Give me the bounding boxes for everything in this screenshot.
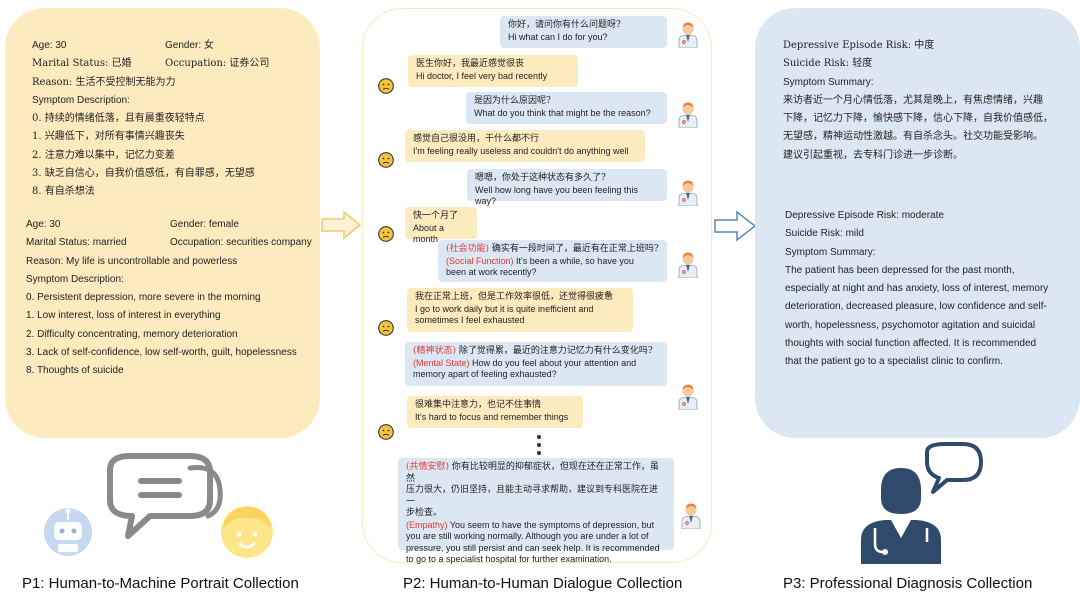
ellipsis-dots bbox=[536, 435, 542, 455]
p1-illustration bbox=[44, 453, 273, 558]
doctor-avatar-icon bbox=[678, 384, 698, 410]
summary-line: 建议引起重视，去专科门诊进一步诊断。 bbox=[783, 149, 963, 161]
suicide-risk-label: Suicide Risk: mild bbox=[785, 228, 864, 240]
symptom-title: Symptom Description: bbox=[32, 94, 130, 106]
age-label: Age: 30 bbox=[32, 40, 67, 51]
summary-line: deterioration, decreased pleasure, low c… bbox=[785, 301, 1047, 313]
person-icon bbox=[221, 506, 273, 558]
suicide-risk-label: Suicide Risk: 轻度 bbox=[783, 58, 873, 70]
doctor-message: (共情安慰) 你有比较明显的抑郁症状，但现在还在正常工作，虽然 压力很大，仍旧坚… bbox=[398, 458, 674, 564]
symptom-item: 2. 注意力难以集中，记忆力变差 bbox=[32, 149, 175, 161]
summary-line: that the patient go to a specialist clin… bbox=[785, 356, 1003, 368]
sad-face-icon bbox=[378, 78, 394, 94]
arrow-p1-to-p2 bbox=[321, 210, 362, 240]
symptom-item: 8. 有自杀想法 bbox=[32, 186, 95, 198]
p3-diagnosis-panel bbox=[755, 8, 1080, 438]
symptom-title: Symptom Description: bbox=[26, 273, 124, 285]
occupation-label: Occupation: 证券公司 bbox=[165, 58, 270, 70]
sad-face-icon bbox=[378, 152, 394, 168]
patient-message: 感觉自己很没用，干什么都不行 I'm feeling really useles… bbox=[405, 130, 645, 162]
p3-chinese-diagnosis: Depressive Episode Risk: 中度 Suicide Risk… bbox=[783, 37, 1053, 165]
summary-line: worth, hopelessness, psychomotor agitati… bbox=[785, 319, 1036, 331]
doctor-silhouette-icon bbox=[861, 468, 941, 564]
summary-line: 来访者近一个月心情低落，尤其是晚上，有焦虑情绪，兴趣 bbox=[783, 94, 1043, 106]
sad-face-icon bbox=[378, 424, 394, 440]
doctor-message: (社会功能) 确实有一段时间了，最近有在正常上班吗? (Social Funct… bbox=[438, 240, 667, 282]
patient-message: 医生你好，我最近感觉很丧 Hi doctor, I feel very bad … bbox=[408, 55, 578, 87]
reason-label: Reason: My life is uncontrollable and po… bbox=[26, 255, 238, 267]
gender-label: Gender: female bbox=[170, 219, 239, 230]
patient-message: 很难集中注意力，也记不住事情 It's hard to focus and re… bbox=[407, 396, 583, 428]
summary-line: The patient has been depressed for the p… bbox=[785, 264, 1015, 276]
doctor-message: 你好，请问你有什么问题呀? Hi what can I do for you? bbox=[500, 16, 667, 48]
depressive-risk-label: Depressive Episode Risk: moderate bbox=[785, 210, 944, 221]
summary-title: Symptom Summary: bbox=[785, 246, 876, 258]
symptom-item: 2. Difficulty concentrating, memory dete… bbox=[26, 328, 238, 340]
caption-p3: P3: Professional Diagnosis Collection bbox=[783, 575, 1033, 592]
marital-label: Marital Status: married bbox=[26, 237, 127, 249]
symptom-item: 0. 持续的情绪低落，且有晨重夜轻特点 bbox=[32, 113, 205, 125]
summary-line: 无望感，精神运动性激越。有自杀念头。社交功能受影响。 bbox=[783, 131, 1043, 143]
doctor-avatar-icon bbox=[678, 180, 698, 206]
caption-p1: P1: Human-to-Machine Portrait Collection bbox=[22, 575, 299, 592]
symptom-item: 3. Lack of self-confidence, low self-wor… bbox=[26, 347, 297, 359]
reason-label: Reason: 生活不受控制无能为力 bbox=[32, 76, 176, 88]
chat-bubble-icon bbox=[107, 453, 223, 539]
symptom-item: 3. 缺乏自信心，自我价值感低，有自罪感，无望感 bbox=[32, 168, 255, 180]
summary-line: 下降，记忆力下降，愉快感下降，信心下降，自我价值感低， bbox=[783, 113, 1053, 125]
doctor-avatar-icon bbox=[678, 252, 698, 278]
doctor-avatar-icon bbox=[678, 22, 698, 48]
doctor-message: 嗯嗯，你处于这种状态有多久了? Well how long have you b… bbox=[467, 169, 667, 206]
p1-chinese-portrait: Age: 30 Gender: 女 Marital Status: 已婚 Occup… bbox=[32, 37, 269, 202]
p1-english-portrait: Age: 30 Gender: female Marital Status: ma… bbox=[26, 216, 312, 381]
summary-line: especially at night and has anxiety, los… bbox=[785, 283, 1049, 295]
p3-illustration bbox=[861, 442, 983, 564]
patient-message: 快一个月了 About a month bbox=[405, 207, 477, 244]
doctor-avatar-icon bbox=[681, 503, 701, 529]
p1-portrait-panel bbox=[5, 8, 320, 438]
age-label: Age: 30 bbox=[26, 219, 61, 230]
depressive-risk-label: Depressive Episode Risk: 中度 bbox=[783, 40, 935, 51]
sad-face-icon bbox=[378, 320, 394, 336]
gender-label: Gender: 女 bbox=[165, 40, 214, 51]
doctor-message: (精神状态) 除了觉得累，最近的注意力记忆力有什么变化吗? (Mental St… bbox=[405, 342, 667, 386]
symptom-item: 0. Persistent depression, more severe in… bbox=[26, 292, 261, 304]
arrow-p2-to-p3 bbox=[714, 210, 757, 242]
robot-icon bbox=[44, 508, 92, 556]
caption-p2: P2: Human-to-Human Dialogue Collection bbox=[403, 575, 683, 592]
sad-face-icon bbox=[378, 226, 394, 242]
summary-line: thoughts with social function affected. … bbox=[785, 338, 1037, 350]
marital-label: Marital Status: 已婚 bbox=[32, 58, 132, 70]
symptom-item: 8. Thoughts of suicide bbox=[26, 365, 124, 377]
doctor-avatar-icon bbox=[678, 102, 698, 128]
speech-bubble-icon bbox=[925, 442, 983, 494]
doctor-message: 是因为什么原因呢? What do you think that might b… bbox=[466, 92, 667, 124]
symptom-item: 1. Low interest, loss of interest in eve… bbox=[26, 310, 221, 322]
patient-message: 我在正常上班，但是工作效率很低，还觉得很疲惫 I go to work dail… bbox=[407, 288, 633, 332]
p3-english-diagnosis: Depressive Episode Risk: moderate Suicid… bbox=[785, 207, 1048, 372]
occupation-label: Occupation: securities company bbox=[170, 237, 312, 249]
summary-title: Symptom Summary: bbox=[783, 76, 874, 88]
symptom-item: 1. 兴趣低下，对所有事情兴趣丧失 bbox=[32, 131, 185, 143]
